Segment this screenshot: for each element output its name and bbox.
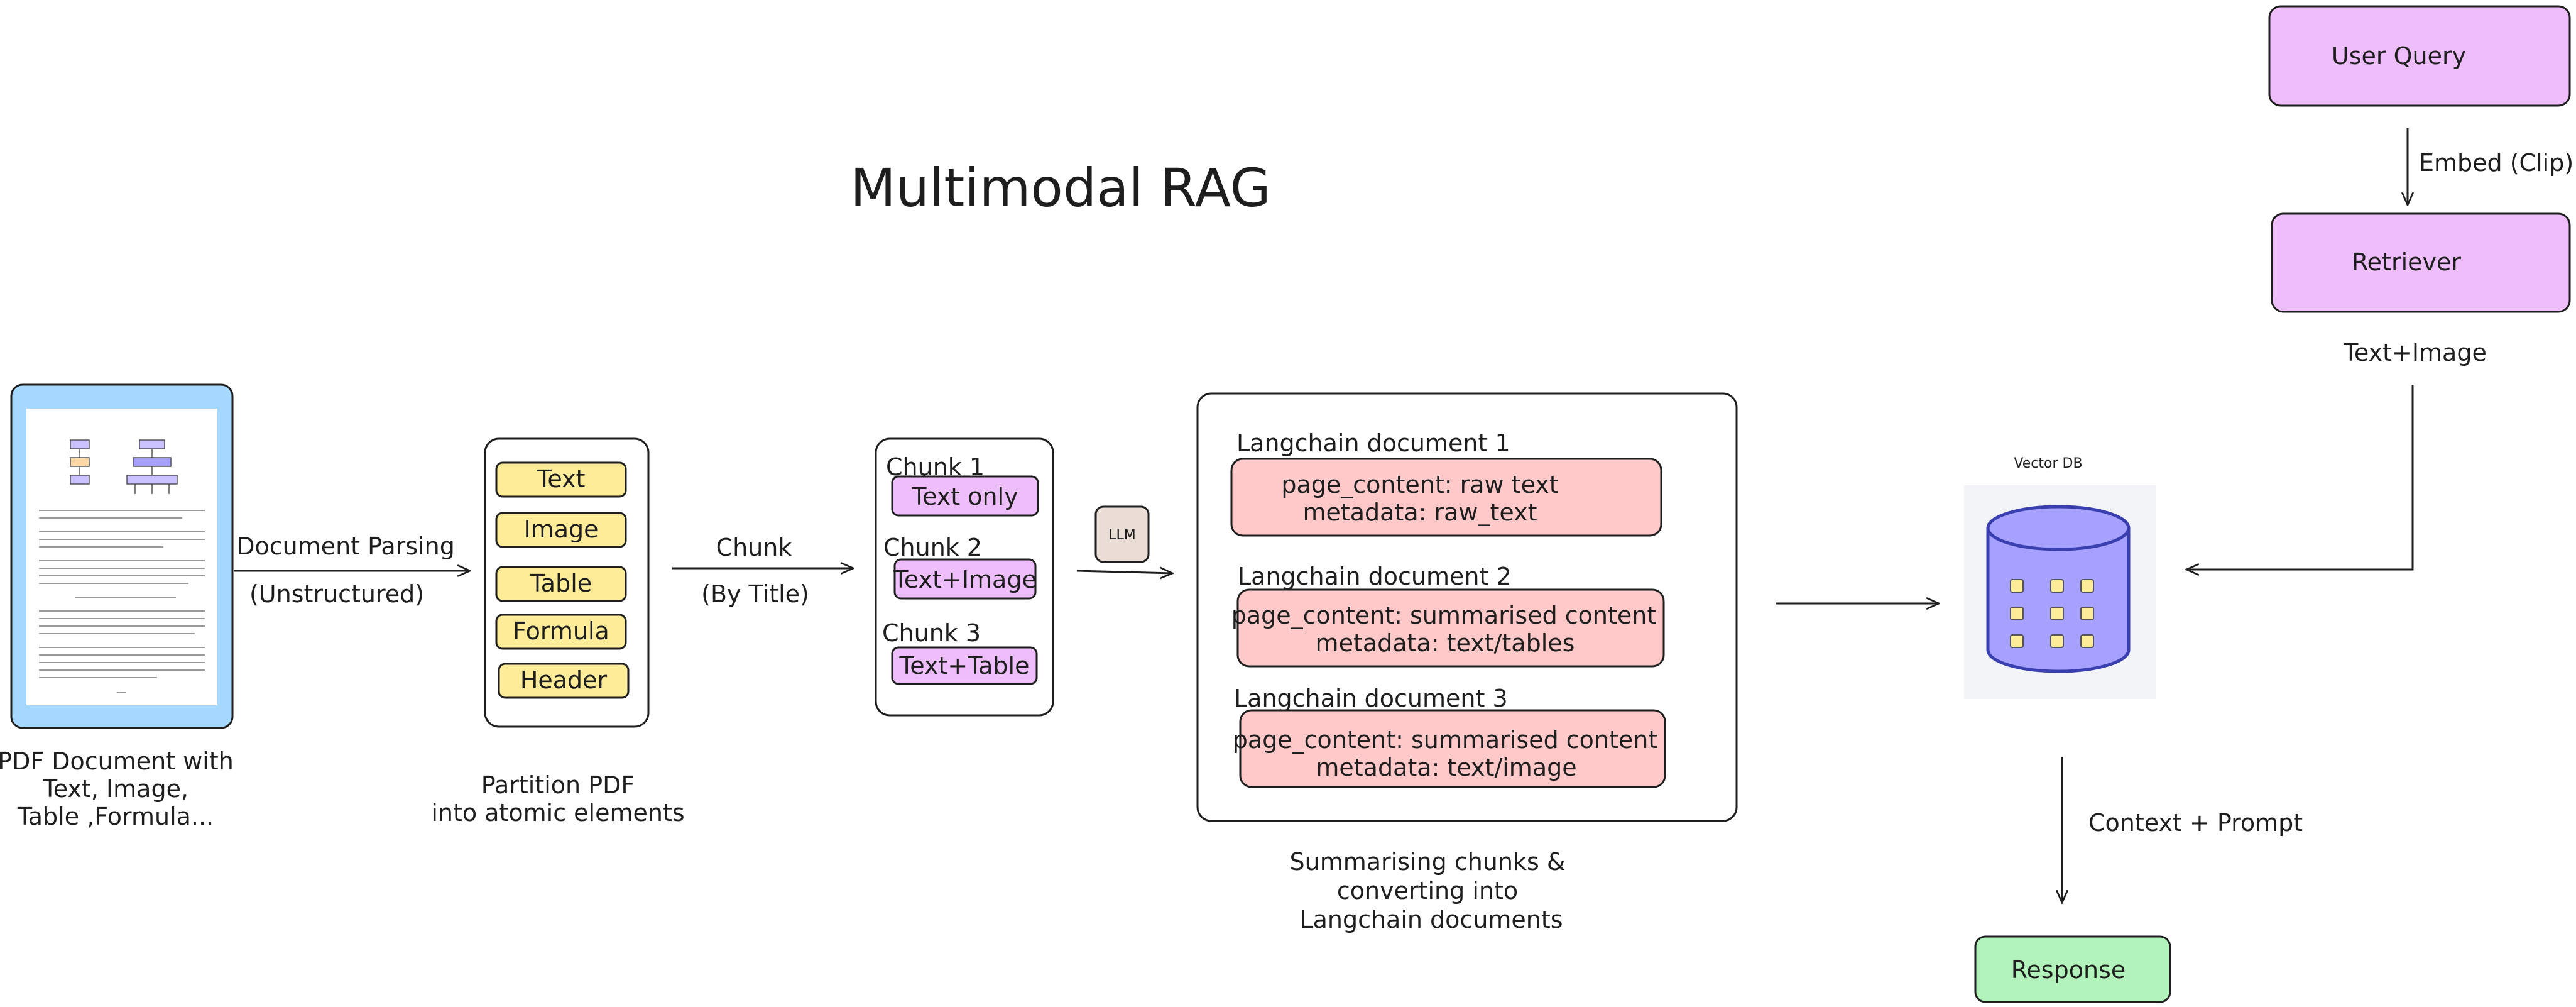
- vector-db-label: Vector DB: [2014, 456, 2082, 471]
- parsing-sublabel: (Unstructured): [249, 580, 424, 608]
- chunk-3-title: Chunk 3: [882, 619, 981, 647]
- response-box: [1974, 935, 2171, 1003]
- chunk-2-content: Text+Image: [893, 566, 1037, 593]
- chunk-label: Chunk: [716, 534, 792, 561]
- summary-caption-line-2: converting into: [1337, 877, 1518, 905]
- llm-label: LLM: [1108, 527, 1136, 543]
- langchain-doc-1-title: Langchain document 1: [1236, 429, 1510, 457]
- chunk-2-title: Chunk 2: [883, 534, 982, 561]
- partition-element-text-label: Text: [537, 465, 586, 493]
- text-image-label: Text+Image: [2343, 339, 2487, 366]
- partition-element-header: [498, 663, 630, 699]
- langchain-doc-2-title: Langchain document 2: [1238, 563, 1512, 590]
- partition-element-table-label: Table: [530, 570, 592, 597]
- pdf-document: PDF Document with Text, Image, Table ,Fo…: [0, 383, 234, 830]
- llm-arrow: [1076, 571, 1172, 573]
- partition-element-formula-label: Formula: [513, 617, 609, 645]
- partition-element-image: [495, 512, 627, 548]
- chunk-3-content: Text+Table: [899, 652, 1030, 680]
- response-label: Response: [2011, 956, 2126, 984]
- partition-element-text: [495, 461, 627, 498]
- summary-caption-line-1: Summarising chunks &: [1289, 848, 1565, 876]
- llm-badge: [1094, 505, 1150, 563]
- langchain-doc-3-box: [1239, 709, 1666, 788]
- chunks-box: Chunk 1 Text only Chunk 2 Text+Image Chu…: [875, 437, 1054, 717]
- user-query-box: [2268, 5, 2571, 107]
- langchain-doc-1-content: page_content: raw text: [1281, 471, 1558, 498]
- pdf-caption-line-3: Table ,Formula...: [17, 803, 214, 830]
- embed-label: Embed (Clip): [2419, 149, 2573, 177]
- langchain-doc-2-metadata: metadata: text/tables: [1316, 629, 1575, 657]
- parsing-label: Document Parsing: [236, 532, 455, 560]
- chunk-sublabel: (By Title): [701, 580, 809, 608]
- langchain-doc-2-box: [1236, 588, 1665, 668]
- pdf-figure: [70, 439, 178, 494]
- langchain-doc-2-content: page_content: summarised content: [1231, 602, 1657, 629]
- chunk-1-content-box: [891, 475, 1039, 517]
- pdf-caption-line-1: PDF Document with: [0, 747, 234, 775]
- langchain-doc-3-content: page_content: summarised content: [1233, 726, 1658, 754]
- retriever-label: Retriever: [2352, 248, 2461, 276]
- chunk-1-content: Text only: [911, 483, 1018, 510]
- chunk-3-content-box: [891, 646, 1038, 685]
- database-icon: [1986, 505, 2131, 673]
- chunk-2-content-box: [893, 558, 1037, 600]
- partition-caption-line-1: Partition PDF: [481, 771, 635, 799]
- partition-element-table: [495, 566, 627, 602]
- partition-box: Text Image Table Formula Header Partitio…: [431, 437, 685, 827]
- vector-db: Vector DB: [1964, 456, 2156, 699]
- partition-caption-line-2: into atomic elements: [431, 799, 684, 827]
- partition-element-header-label: Header: [520, 666, 608, 694]
- pdf-caption-line-2: Text, Image,: [42, 775, 188, 803]
- pdf-text-lines: [39, 510, 205, 693]
- diagram-title: Multimodal RAG: [850, 157, 1270, 219]
- user-query-label: User Query: [2332, 42, 2466, 70]
- langchain-doc-1-metadata: metadata: raw_text: [1302, 498, 1537, 526]
- retriever-box: [2271, 212, 2571, 313]
- partition-element-formula: [495, 614, 627, 650]
- langchain-doc-3-metadata: metadata: text/image: [1316, 754, 1576, 781]
- context-label: Context + Prompt: [2088, 809, 2303, 837]
- retrieve-arrow: [2186, 385, 2414, 570]
- langchain-documents: Langchain document 1 page_content: raw t…: [1196, 392, 1738, 933]
- pdf-page: [26, 409, 217, 705]
- langchain-doc-1-box: [1230, 458, 1662, 537]
- partition-element-image-label: Image: [523, 515, 598, 543]
- summary-caption-line-3: Langchain documents: [1299, 906, 1563, 933]
- langchain-doc-3-title: Langchain document 3: [1234, 685, 1508, 712]
